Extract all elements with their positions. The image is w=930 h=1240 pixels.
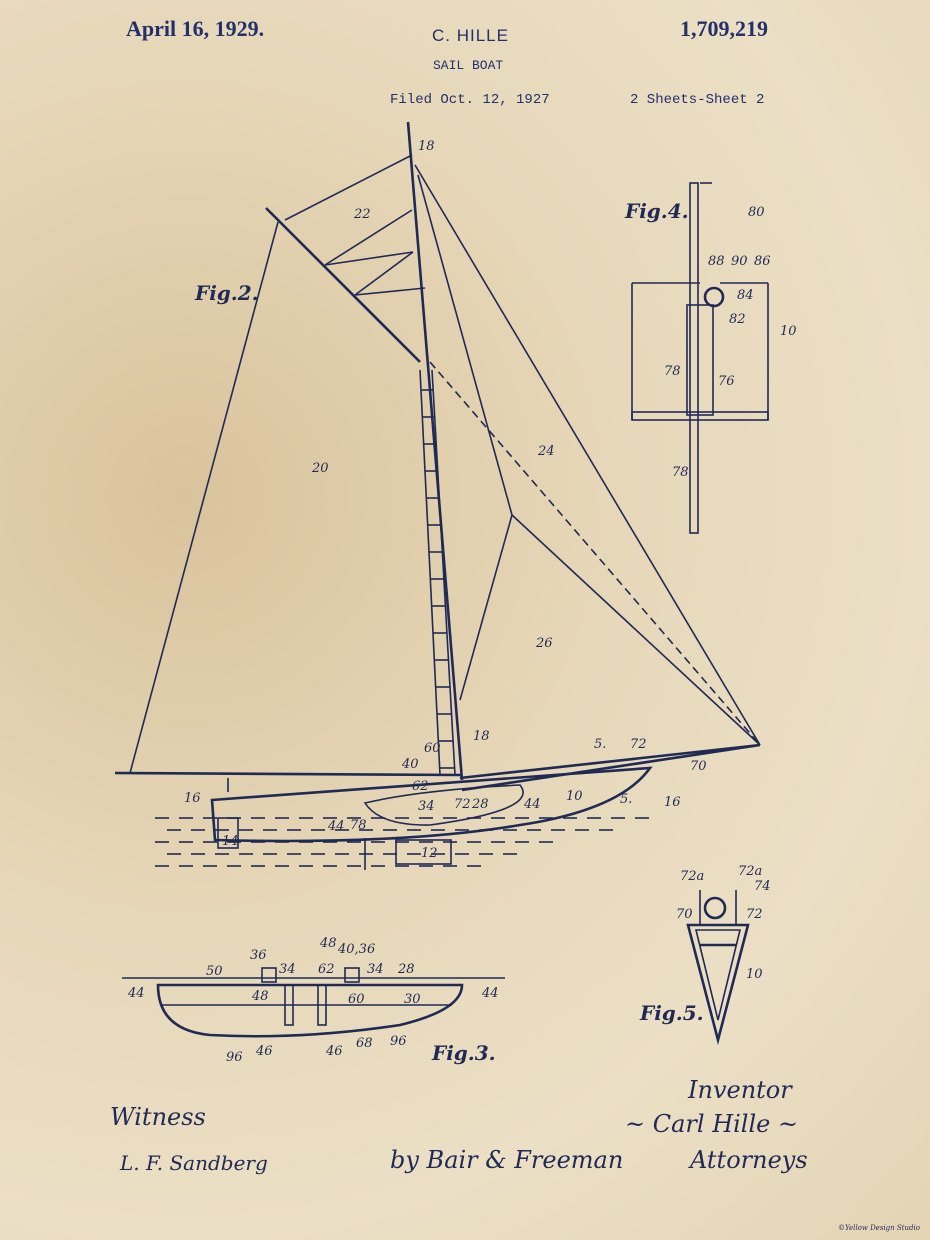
fig2-reference-label: 16 (184, 791, 201, 806)
fig3-reference-label: 62 (318, 962, 335, 977)
hull (210, 766, 653, 843)
fig5-reference-label: 70 (676, 907, 693, 922)
fig4-reference-label: 10 (780, 324, 797, 339)
fig5-reference-label: 72a (738, 864, 762, 879)
fig3-reference-label: 60 (348, 992, 365, 1007)
fig3-reference-label: 96 (226, 1050, 243, 1065)
fig3-reference-label: 46 (255, 1044, 273, 1059)
fig2-reference-label: 26 (535, 636, 553, 651)
fig4-title: Fig.4. (624, 199, 689, 223)
inventor-signature: ~ Carl Hille ~ (625, 1110, 798, 1138)
artist-signature: ©Yellow Design Studio (838, 1224, 920, 1232)
fig2-reference-label: 72 (630, 737, 647, 752)
mast (406, 121, 464, 781)
fig4-reference-label: 88 (708, 254, 725, 269)
fig4-reference-label: 84 (737, 288, 754, 303)
fig3-reference-label: 34 (279, 962, 296, 977)
inventor-header: C. HILLE (432, 26, 509, 45)
fig2-reference-label: 22 (353, 207, 371, 222)
fig3-reference-label: 46 (325, 1044, 343, 1059)
inventor-label: Inventor (687, 1076, 793, 1104)
mainsail-leech (129, 221, 279, 774)
fig2-reference-label: 16 (664, 795, 681, 810)
fig3-reference-label: 28 (397, 962, 415, 977)
fig2-reference-label: 14 (222, 834, 239, 849)
patent-number: 1,709,219 (680, 16, 768, 41)
bowsprit (459, 743, 761, 792)
fig2-reference-label: 12 (421, 846, 438, 861)
fig4-reference-label: 82 (729, 312, 746, 327)
fig4-reference-label: 78 (672, 465, 689, 480)
fig2-reference-label: 34 (418, 799, 435, 814)
fig4-reference-label: 90 (731, 254, 748, 269)
attorneys-label: Attorneys (688, 1146, 808, 1174)
fig5-reference-label: 72 (746, 907, 763, 922)
fig2-reference-label: 70 (690, 759, 707, 774)
fig2-reference-label: 40 (401, 757, 419, 772)
fig5-reference-label: 74 (754, 879, 771, 894)
forestay (414, 164, 761, 746)
boom (114, 771, 463, 777)
sheet-number: 2 Sheets-Sheet 2 (630, 92, 765, 108)
fig2-reference-label: 5. (594, 737, 606, 752)
fig2-reference-label: 20 (311, 461, 329, 476)
fig2-reference-label: 60 (424, 741, 441, 756)
fig3-reference-label: 30 (404, 992, 421, 1007)
fig5-reference-label: 10 (746, 967, 763, 982)
fig4-reference-label: 76 (718, 374, 735, 389)
fig2-title: Fig.2. (194, 281, 259, 305)
fig2-reference-label: 44 (327, 819, 345, 834)
fig3-reference-label: 48 (319, 936, 337, 951)
fig5-reference-label: 72a (680, 869, 704, 884)
fig3-reference-label: 34 (367, 962, 384, 977)
fig3-title: Fig.3. (431, 1041, 496, 1065)
fig2-reference-label: 10 (566, 789, 583, 804)
witness-signature: L. F. Sandberg (119, 1151, 268, 1175)
fig2-reference-label: 62 (412, 779, 429, 794)
patent-title: SAIL BOAT (433, 58, 504, 73)
witness-label: Witness (110, 1103, 206, 1131)
attorney-signature: by Bair & Freeman (390, 1146, 623, 1174)
fig3-reference-label: 48 (251, 989, 269, 1004)
fig4-detail: Fig.4. 80 88 90 86 84 82 10 78 76 78 (624, 182, 797, 534)
fig3-reference-label: 44 (127, 986, 145, 1001)
fig3-reference-label: 50 (206, 964, 223, 979)
fig2-reference-label: 5. (620, 792, 632, 807)
patent-date: April 16, 1929. (126, 16, 265, 41)
fig2-reference-label: 18 (473, 729, 490, 744)
fig3-reference-label: 96 (390, 1034, 407, 1049)
fig3-reference-label: 36 (250, 948, 267, 963)
gaff (265, 207, 421, 363)
fig5-title: Fig.5. (639, 1001, 704, 1025)
fig2-reference-label: 78 (350, 818, 367, 833)
fig2-reference-label: 72 (454, 797, 471, 812)
fig3-reference-label: 44 (481, 986, 499, 1001)
fig4-reference-label: 80 (748, 205, 765, 220)
fig3-reference-label: 68 (356, 1036, 373, 1051)
fig4-reference-label: 86 (754, 254, 771, 269)
fig4-reference-label: 78 (664, 364, 681, 379)
fig2-reference-label: 44 (523, 797, 541, 812)
fig3-reference-label: 40,36 (337, 942, 375, 957)
fig2-reference-label: 24 (537, 444, 555, 459)
fig2-reference-label: 28 (471, 797, 489, 812)
fig2-reference-label: 18 (418, 139, 435, 154)
mast-ladder (420, 389, 455, 769)
filed-date: Filed Oct. 12, 1927 (390, 92, 550, 108)
water-lines (155, 817, 649, 867)
